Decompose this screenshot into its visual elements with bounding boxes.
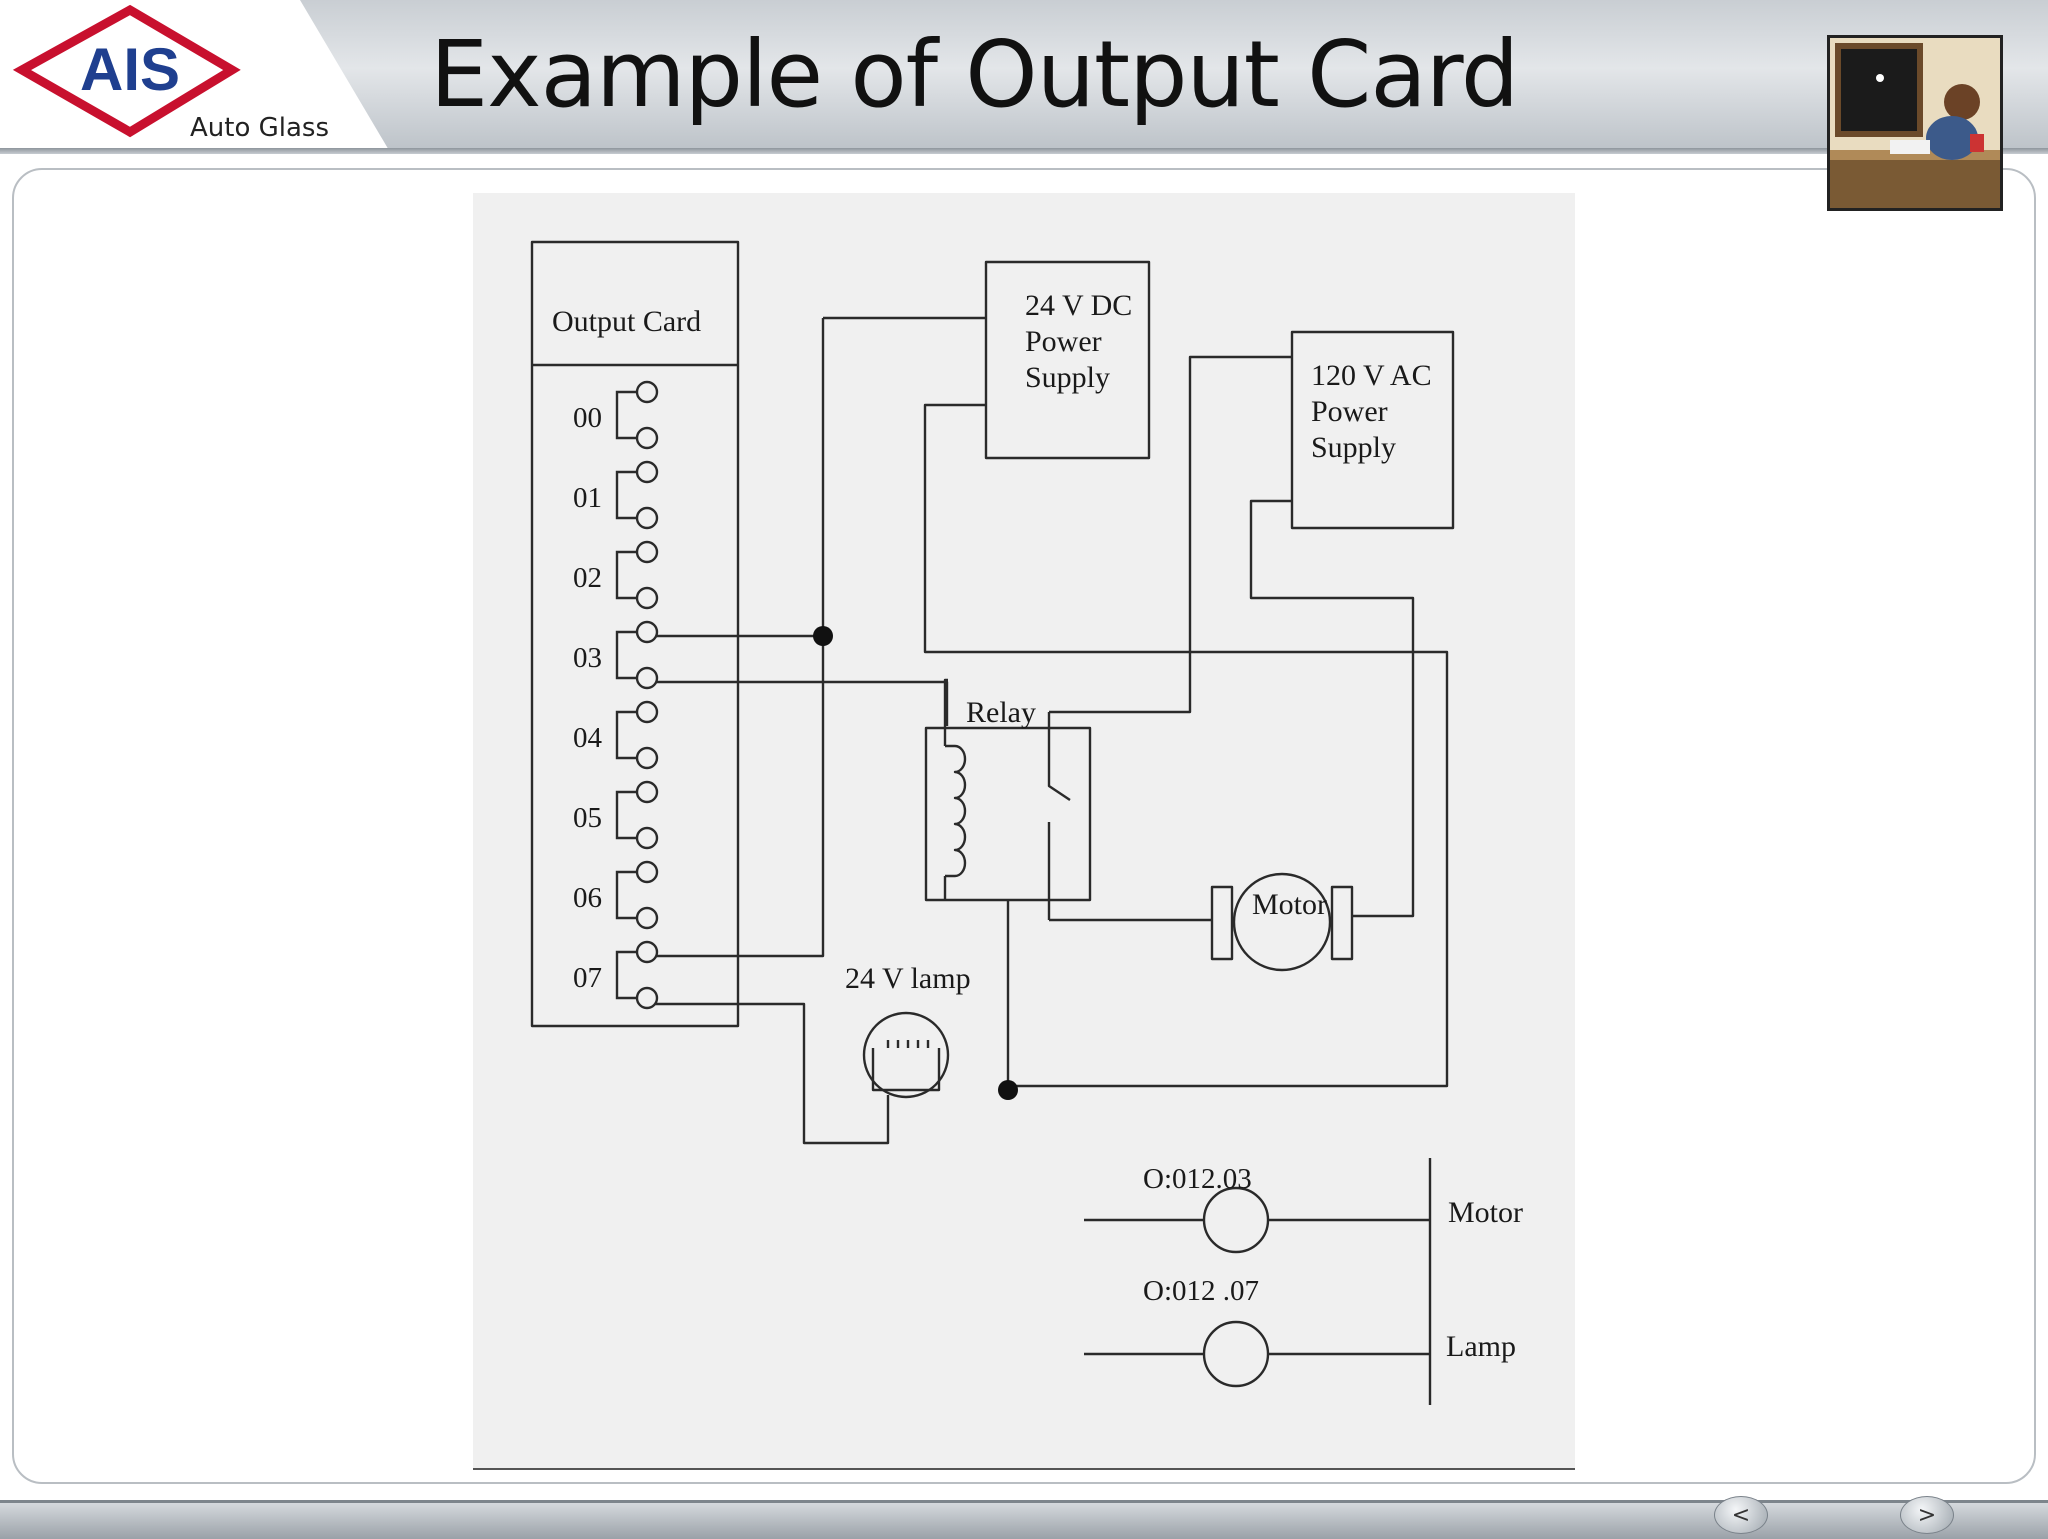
terminal-screw bbox=[635, 666, 659, 690]
terminal-screw bbox=[635, 826, 659, 850]
ais-auto-glass-logo: AIS Auto Glass bbox=[12, 4, 329, 143]
terminal-screw bbox=[635, 906, 659, 930]
terminal-screw bbox=[635, 506, 659, 530]
ac-supply-line-2: Power bbox=[1311, 395, 1388, 428]
next-arrow-icon[interactable]: > bbox=[1900, 1496, 1954, 1534]
terminal-bracket bbox=[615, 630, 637, 680]
terminal-bracket bbox=[615, 790, 637, 840]
logo-panel: AIS Auto Glass bbox=[0, 0, 390, 152]
terminal-group bbox=[615, 380, 659, 1010]
terminal-bracket bbox=[615, 550, 637, 600]
relay-contact bbox=[1047, 712, 1071, 920]
lamp-label: 24 V lamp bbox=[845, 962, 971, 995]
terminal-screw bbox=[635, 460, 659, 484]
ac-supply-line-3: Supply bbox=[1311, 431, 1396, 464]
terminal-screw bbox=[635, 540, 659, 564]
terminal-label-01: 01 bbox=[573, 482, 602, 514]
junction-dot bbox=[998, 1080, 1018, 1100]
ac-supply-line-1: 120 V AC bbox=[1311, 359, 1432, 392]
motor-label: Motor bbox=[1252, 888, 1327, 921]
relay-label: Relay bbox=[966, 696, 1036, 729]
terminal-label-07: 07 bbox=[573, 962, 602, 994]
terminal-screw bbox=[635, 426, 659, 450]
slide-footer bbox=[0, 1500, 2048, 1539]
terminal-bracket bbox=[615, 950, 637, 1000]
ladder-device-lamp: Lamp bbox=[1446, 1330, 1516, 1363]
terminal-screw bbox=[635, 746, 659, 770]
dc-supply-line-1: 24 V DC bbox=[1025, 289, 1132, 322]
slide-header: AIS Auto Glass Example of Output Card bbox=[0, 0, 2048, 152]
terminal-bracket bbox=[615, 870, 637, 920]
output-card-wiring-diagram: Output Card 00 01 02 03 04 05 06 07 24 V DC Pow… bbox=[473, 193, 1575, 1470]
dc-power-supply-box bbox=[984, 260, 1151, 460]
terminal-screw bbox=[635, 586, 659, 610]
terminal-label-03: 03 bbox=[573, 642, 602, 674]
terminal-label-04: 04 bbox=[573, 722, 603, 754]
ac-power-supply-box bbox=[1290, 330, 1455, 530]
lamp-symbol bbox=[862, 1011, 950, 1099]
terminal-screw bbox=[635, 860, 659, 884]
terminal-bracket bbox=[615, 390, 637, 440]
output-card-box bbox=[530, 240, 740, 1028]
terminal-label-02: 02 bbox=[573, 562, 602, 594]
output-card-label: Output Card bbox=[552, 305, 701, 338]
motor-symbol bbox=[1232, 872, 1332, 972]
dc-supply-line-3: Supply bbox=[1025, 361, 1110, 394]
terminal-label-00: 00 bbox=[573, 402, 602, 434]
ladder-address-motor: O:012.03 bbox=[1143, 1163, 1252, 1195]
terminal-screw bbox=[635, 380, 659, 404]
terminal-screw bbox=[635, 700, 659, 724]
ladder-device-motor: Motor bbox=[1448, 1196, 1523, 1229]
terminal-screw bbox=[635, 940, 659, 964]
logo-subtext: Auto Glass bbox=[190, 113, 329, 143]
page-title: Example of Output Card bbox=[430, 21, 1519, 128]
person-at-desk-illustration bbox=[1827, 35, 2003, 211]
terminal-screw bbox=[635, 780, 659, 804]
previous-arrow-icon[interactable]: < bbox=[1714, 1496, 1768, 1534]
junction-dot bbox=[813, 626, 833, 646]
logo-text: AIS bbox=[80, 36, 180, 103]
terminal-screw bbox=[635, 620, 659, 644]
terminal-bracket bbox=[615, 470, 637, 520]
terminal-bracket bbox=[615, 710, 637, 760]
terminal-label-05: 05 bbox=[573, 802, 602, 834]
terminal-screw bbox=[635, 986, 659, 1010]
terminal-labels: 00 01 02 03 04 05 06 07 bbox=[573, 402, 603, 994]
dc-supply-line-2: Power bbox=[1025, 325, 1102, 358]
terminal-label-06: 06 bbox=[573, 882, 602, 914]
relay-coil bbox=[945, 744, 967, 878]
header-divider bbox=[0, 148, 2048, 154]
ladder-address-lamp: O:012 .07 bbox=[1143, 1275, 1259, 1307]
